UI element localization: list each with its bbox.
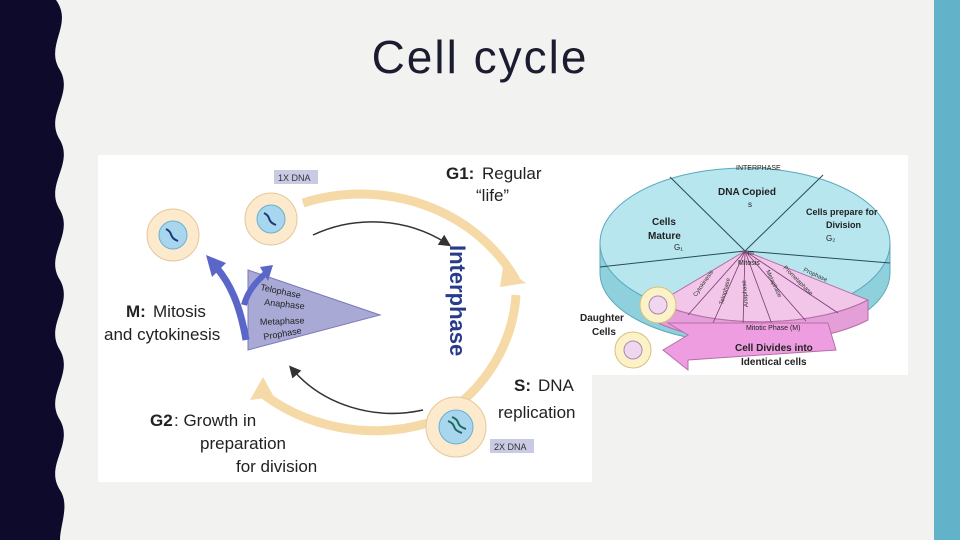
s-label: S: — [514, 376, 531, 395]
divides-label-2: Identical cells — [741, 357, 807, 368]
right-accent-band — [934, 0, 960, 540]
interphase-label-right: INTERPHASE — [736, 165, 781, 172]
inner-arrow-bottom — [289, 365, 424, 415]
s-phase-label: s — [748, 200, 752, 209]
phase-anaphase: Anaphase — [264, 297, 305, 311]
s-phase-cell-icon — [425, 396, 487, 458]
s-text-1: DNA — [538, 376, 575, 395]
subphase-anaphase: Anaphase — [742, 279, 750, 307]
cells-prepare-label-1: Cells prepare for — [806, 207, 878, 217]
cell-cycle-diagram: Telophase Anaphase Metaphase Prophase 1X… — [98, 155, 592, 482]
s-arc-arrow — [455, 294, 521, 409]
g1-label: G1: — [446, 164, 474, 183]
m-text-2: and cytokinesis — [104, 325, 220, 344]
cell-cycle-pie-diagram: INTERPHASE DNA Copied s Cells Mature G₁ … — [578, 155, 908, 375]
slide-title: Cell cycle — [371, 31, 589, 83]
mitosis-phase-wedge — [247, 269, 382, 351]
m-phase-label: m — [748, 250, 754, 257]
s-text-2: replication — [498, 403, 576, 422]
daughter-cell-icon — [146, 208, 200, 262]
division-exit-arrow — [662, 322, 837, 372]
daughter-cells-label-2: Cells — [592, 327, 616, 338]
g2-label-right: G₂ — [826, 234, 835, 243]
mitotic-phase-label: Mitotic Phase (M) — [746, 325, 800, 332]
cells-mature-label-1: Cells — [652, 217, 676, 228]
g2-text-3: for division — [236, 457, 317, 476]
g2-text-1: : Growth in — [174, 411, 256, 430]
divides-label-1: Cell Divides into — [735, 343, 813, 354]
daughter-cells-label-1: Daughter — [580, 313, 624, 324]
dna-copied-label: DNA Copied — [718, 187, 776, 198]
phase-metaphase: Metaphase — [260, 315, 305, 327]
cells-mature-label-2: Mature — [648, 231, 681, 242]
m-text-1: Mitosis — [153, 302, 206, 321]
g1-label-right: G₁ — [674, 243, 683, 252]
g1-text-2: “life” — [476, 186, 509, 205]
cells-prepare-label-2: Division — [826, 220, 861, 230]
left-decorative-band — [0, 0, 65, 540]
daughter-cells-icon — [614, 286, 677, 369]
g2-text-2: preparation — [200, 434, 286, 453]
inner-arrow-top — [312, 221, 452, 247]
mitosis-label: Mitosis — [738, 260, 760, 267]
g1-cell-icon — [244, 192, 298, 246]
g2-label: G2 — [150, 411, 173, 430]
g1-arc-arrow — [301, 189, 520, 283]
g2-arc-arrow — [255, 386, 430, 436]
g1-text-1: Regular — [482, 164, 542, 183]
dna-1x-label: 1X DNA — [278, 173, 311, 183]
division-arrow — [213, 264, 250, 341]
interphase-label: Interphase — [445, 245, 470, 356]
dna-2x-label: 2X DNA — [494, 442, 527, 452]
m-label: M: — [126, 302, 146, 321]
